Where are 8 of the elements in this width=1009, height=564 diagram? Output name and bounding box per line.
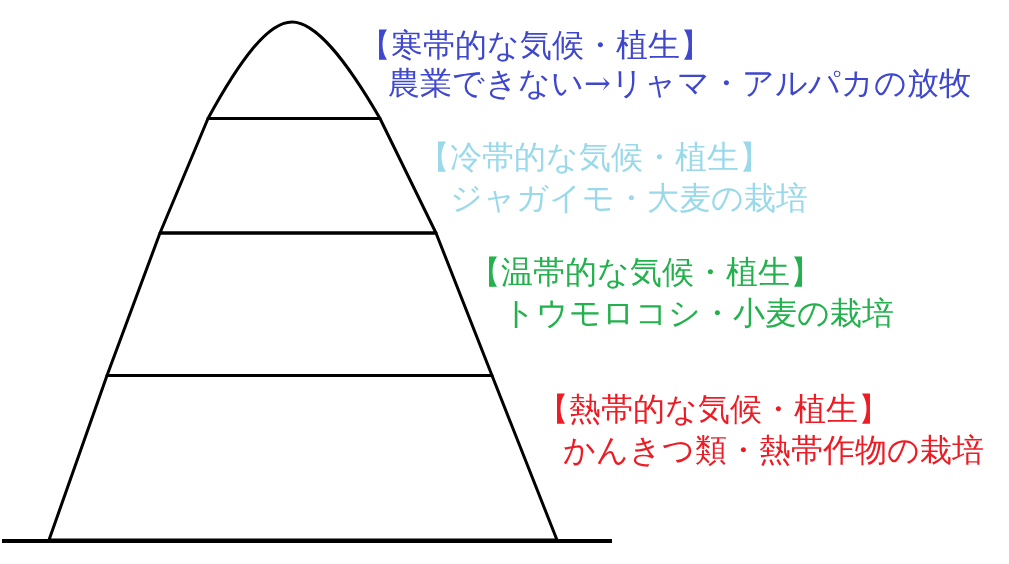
zone-heading: 【熱帯的な気候・植生】 xyxy=(537,390,890,428)
zone-heading: 【寒帯的な気候・植生】 xyxy=(359,26,712,64)
zone-description: トウモロコシ・小麦の栽培 xyxy=(503,294,894,332)
zone-heading: 【温帯的な気候・植生】 xyxy=(469,253,822,291)
zone-description: かんきつ類・熱帯作物の栽培 xyxy=(563,431,984,469)
zone-heading: 【冷帯的な気候・植生】 xyxy=(418,138,771,176)
zone-description: ジャガイモ・大麦の栽培 xyxy=(450,179,808,217)
zone-description: 農業できない→リャマ・アルパカの放牧 xyxy=(388,64,971,102)
